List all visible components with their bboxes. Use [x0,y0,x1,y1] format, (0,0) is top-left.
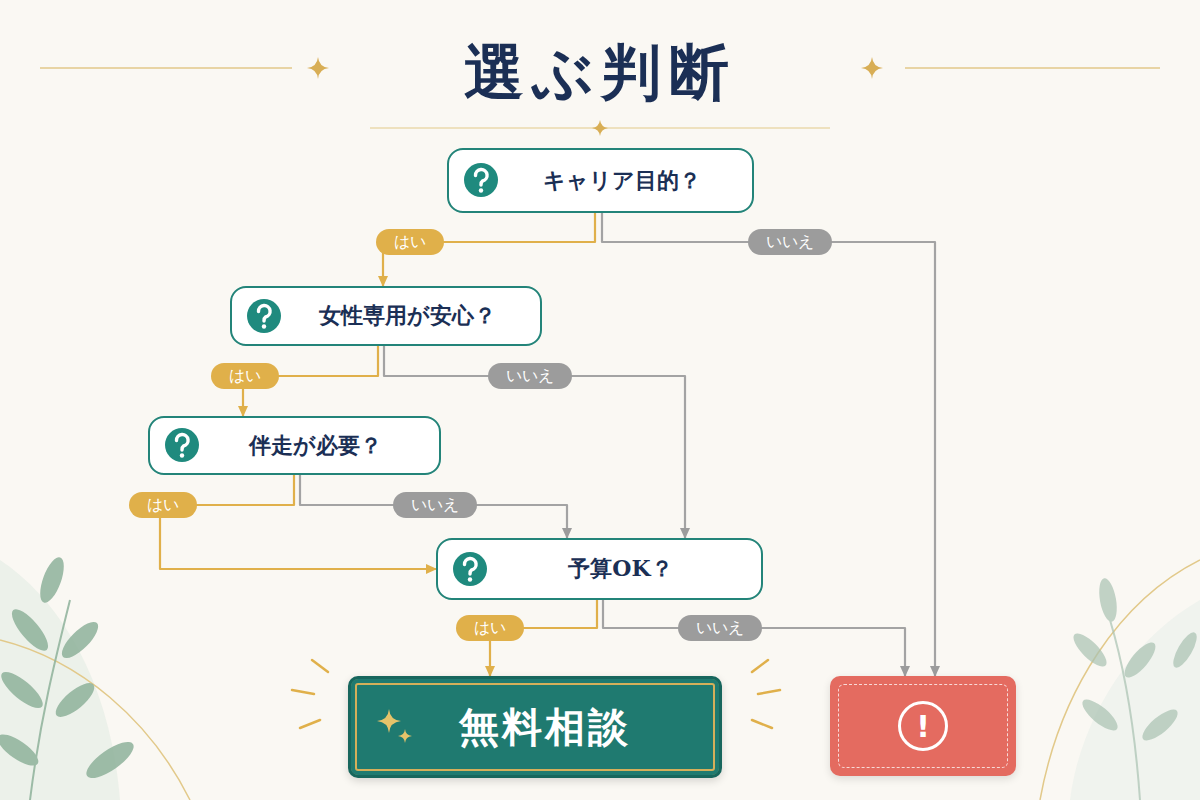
sparkle [377,709,401,733]
title-rule [905,67,1160,69]
leaf-sprig [1069,577,1200,800]
edge-label: はい [376,229,444,255]
decision-box: 伴走が必要？ [148,416,441,475]
icon-disc [165,428,199,462]
flow-connector [602,213,935,676]
edge-label: いいえ [488,363,572,389]
node-label: 女性専用が安心？ [319,301,496,331]
node-label: 無料相談 [459,700,631,755]
edge-label: いいえ [748,229,832,255]
decision-box: 女性専用が安心？ [230,286,542,346]
gold-curve [0,640,190,800]
sparkle [592,120,608,136]
icon-disc [453,552,487,586]
decision-box: 予算OK？ [436,538,763,600]
question-icon [452,551,488,587]
icon-dot [479,188,483,192]
sparkle [861,57,883,79]
background-wash [1070,600,1200,800]
icon-mark [464,558,476,573]
icon-dot [262,324,266,328]
flow-connector [160,475,436,569]
edge-label: いいえ [678,615,762,641]
flow-connector [300,475,567,538]
sparkle [307,57,329,79]
edge-label: はい [211,363,279,389]
leaf-sprig [0,554,139,800]
warning-mark: ! [898,701,948,751]
icon-mark [176,435,188,450]
node-label: 予算OK？ [568,554,672,584]
gold-curve [1040,560,1200,800]
icon-disc [464,163,498,197]
diagram-title: 選ぶ判断 [0,36,1200,108]
icon-dot [468,577,472,581]
edge-label: はい [129,492,197,518]
question-icon [463,162,499,198]
warning-box: ! [830,676,1016,776]
node-label: 伴走が必要？ [249,431,382,461]
edge-label: はい [456,615,524,641]
icon-mark [475,170,487,185]
decision-box: キャリア目的？ [447,148,754,213]
icon-mark [258,305,270,320]
icon-dot [180,453,184,457]
sparkle [398,729,412,743]
title-rule [40,67,292,69]
question-icon [246,298,282,334]
sparkle-icon [373,705,417,749]
result-box: 無料相談 [348,676,722,778]
flow-connector [603,600,905,676]
icon-disc [247,299,281,333]
edge-label: いいえ [393,492,477,518]
node-label: キャリア目的？ [543,166,701,196]
question-icon [164,427,200,463]
